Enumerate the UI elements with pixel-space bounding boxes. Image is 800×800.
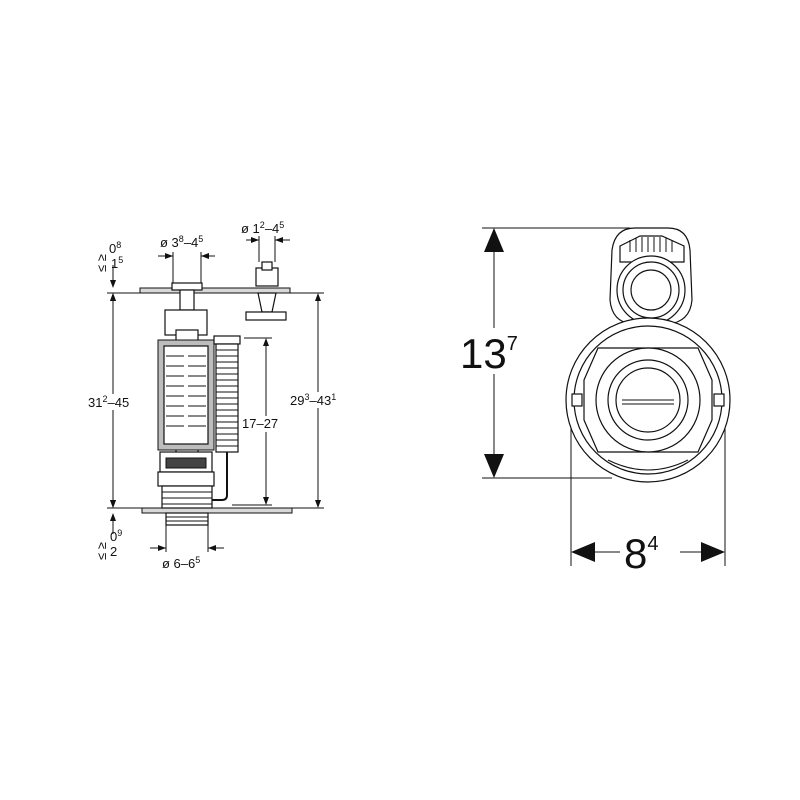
outlet-top-dia-dimension: ø 38–45 — [158, 234, 215, 283]
float-scale — [166, 355, 206, 427]
inlet-dia-label: ø 12–45 — [241, 220, 284, 236]
float-window — [163, 345, 209, 445]
upper-clearance-symbol: 08 — [109, 240, 121, 256]
outlet-top-dia-label: ø 38–45 — [160, 234, 203, 250]
lower-clearance-label-2: 2 — [110, 544, 117, 559]
top-plate — [139, 287, 291, 294]
lower-clearance-label: 09 — [110, 528, 122, 544]
top-stem — [179, 289, 195, 311]
side-clip-right — [713, 393, 725, 407]
side-view: 15 08 312–45 293–431 — [86, 220, 351, 571]
top-view-width-dimension: 84 — [570, 428, 726, 577]
top-fitting-left — [171, 282, 203, 291]
top-view: 137 84 — [458, 227, 731, 577]
inlet-cap — [261, 261, 273, 271]
bracket-teeth — [629, 237, 673, 252]
bottom-dia-label: ø 6–65 — [162, 555, 200, 571]
nut-lines — [162, 491, 212, 505]
hose-outlet — [212, 452, 228, 501]
hose-rings — [216, 349, 238, 447]
right-height-dimension: 293–431 — [289, 292, 351, 509]
inner-height-dimension: 17–27 — [232, 337, 289, 506]
inlet-fitting — [255, 267, 279, 287]
hose-top-cap — [213, 335, 241, 345]
valve-seal — [165, 457, 207, 469]
outlet-thread — [165, 512, 209, 526]
top-view-width-label: 84 — [624, 530, 658, 577]
lower-clearance-marks: ≤ ≥ — [94, 542, 109, 560]
outlet-collar — [157, 471, 215, 487]
inlet-dia-dimension: ø 12–45 — [241, 220, 290, 262]
bottom-dia-dimension: ø 6–65 — [150, 525, 224, 571]
inner-height-label: 17–27 — [242, 416, 278, 431]
top-view-height-dimension: 137 — [458, 227, 630, 479]
bottom-plate — [141, 507, 293, 514]
upper-clearance-dimension: 15 08 — [109, 240, 123, 306]
upper-clearance-marks: ≤ ≥ — [94, 254, 109, 272]
housing-lower-arc — [607, 459, 689, 471]
inlet-foot — [245, 311, 287, 321]
inlet-core — [630, 269, 672, 311]
side-clip-left — [571, 393, 583, 407]
outlet-nut — [161, 485, 213, 509]
top-view-height-label: 137 — [460, 330, 518, 377]
inlet-stem — [257, 292, 277, 313]
left-height-label: 312–45 — [88, 394, 129, 410]
left-height-dimension: 312–45 — [86, 292, 142, 509]
right-height-label: 293–431 — [290, 392, 336, 408]
upper-clearance-label-2: 15 — [111, 255, 123, 271]
lower-clearance-dimension: 09 2 — [110, 500, 122, 559]
